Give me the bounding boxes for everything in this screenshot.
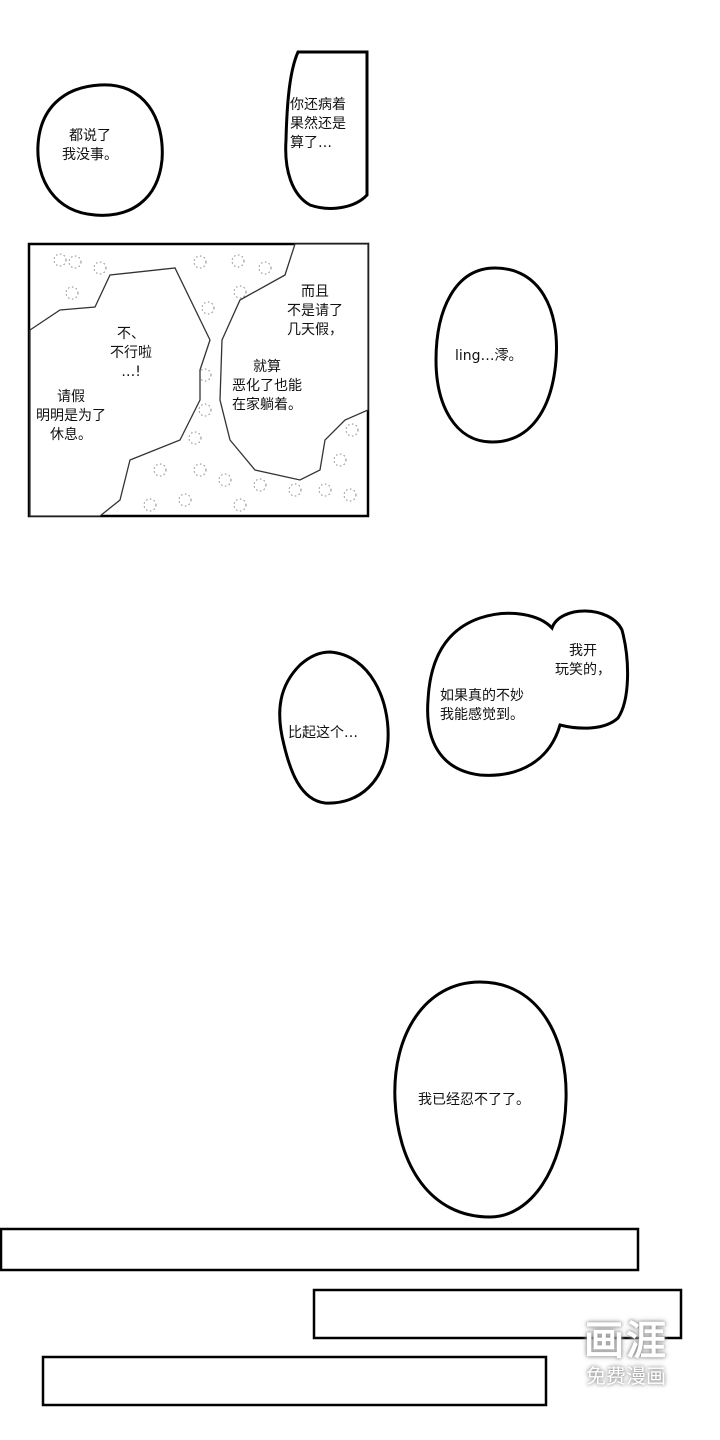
bubble-text-rather: 比起这个… (288, 725, 358, 741)
speech-bubble-joke (426, 609, 630, 777)
speech-bubble-2 (284, 50, 369, 210)
watermark-logo: 画涯 免费漫画 (566, 1318, 686, 1388)
watermark-subtitle: 免费漫画 (586, 1364, 666, 1388)
bubble-text-2: 你还病着 果然还是 算了… (290, 97, 346, 151)
watermark-title: 画涯 (584, 1318, 668, 1364)
bubble-text-1: 都说了 我没事。 (62, 128, 118, 163)
bubble-text-joke-top: 我开 玩笑的， (555, 643, 611, 678)
panel-dots (53, 253, 359, 512)
speech-bubble-1 (36, 83, 164, 217)
caption-box-3 (41, 1355, 548, 1407)
bubble-text-joke-bottom: 如果真的不妙 我能感觉到。 (440, 688, 524, 723)
panel-text-left-bottom: 请假 明明是为了 休息。 (36, 389, 106, 443)
caption-box-2 (312, 1288, 683, 1340)
panel-bubble-left (29, 267, 211, 517)
caption-box-1 (0, 1227, 640, 1272)
panel-text-right-top: 而且 不是请了 几天假， (287, 284, 343, 338)
bubble-text-ling: ling…澪。 (455, 348, 523, 364)
panel-text-left-top: 不、 不行啦 …! (110, 326, 152, 380)
panel-text-right-bottom: 就算 恶化了也能 在家躺着。 (232, 359, 302, 413)
speech-bubble-ling (434, 266, 558, 444)
speech-bubble-rather (278, 650, 390, 805)
panel-bubble-right (219, 243, 369, 481)
bubble-text-cant-bear: 我已经忍不了了。 (418, 1092, 530, 1108)
speech-bubble-cant-bear (393, 980, 568, 1219)
